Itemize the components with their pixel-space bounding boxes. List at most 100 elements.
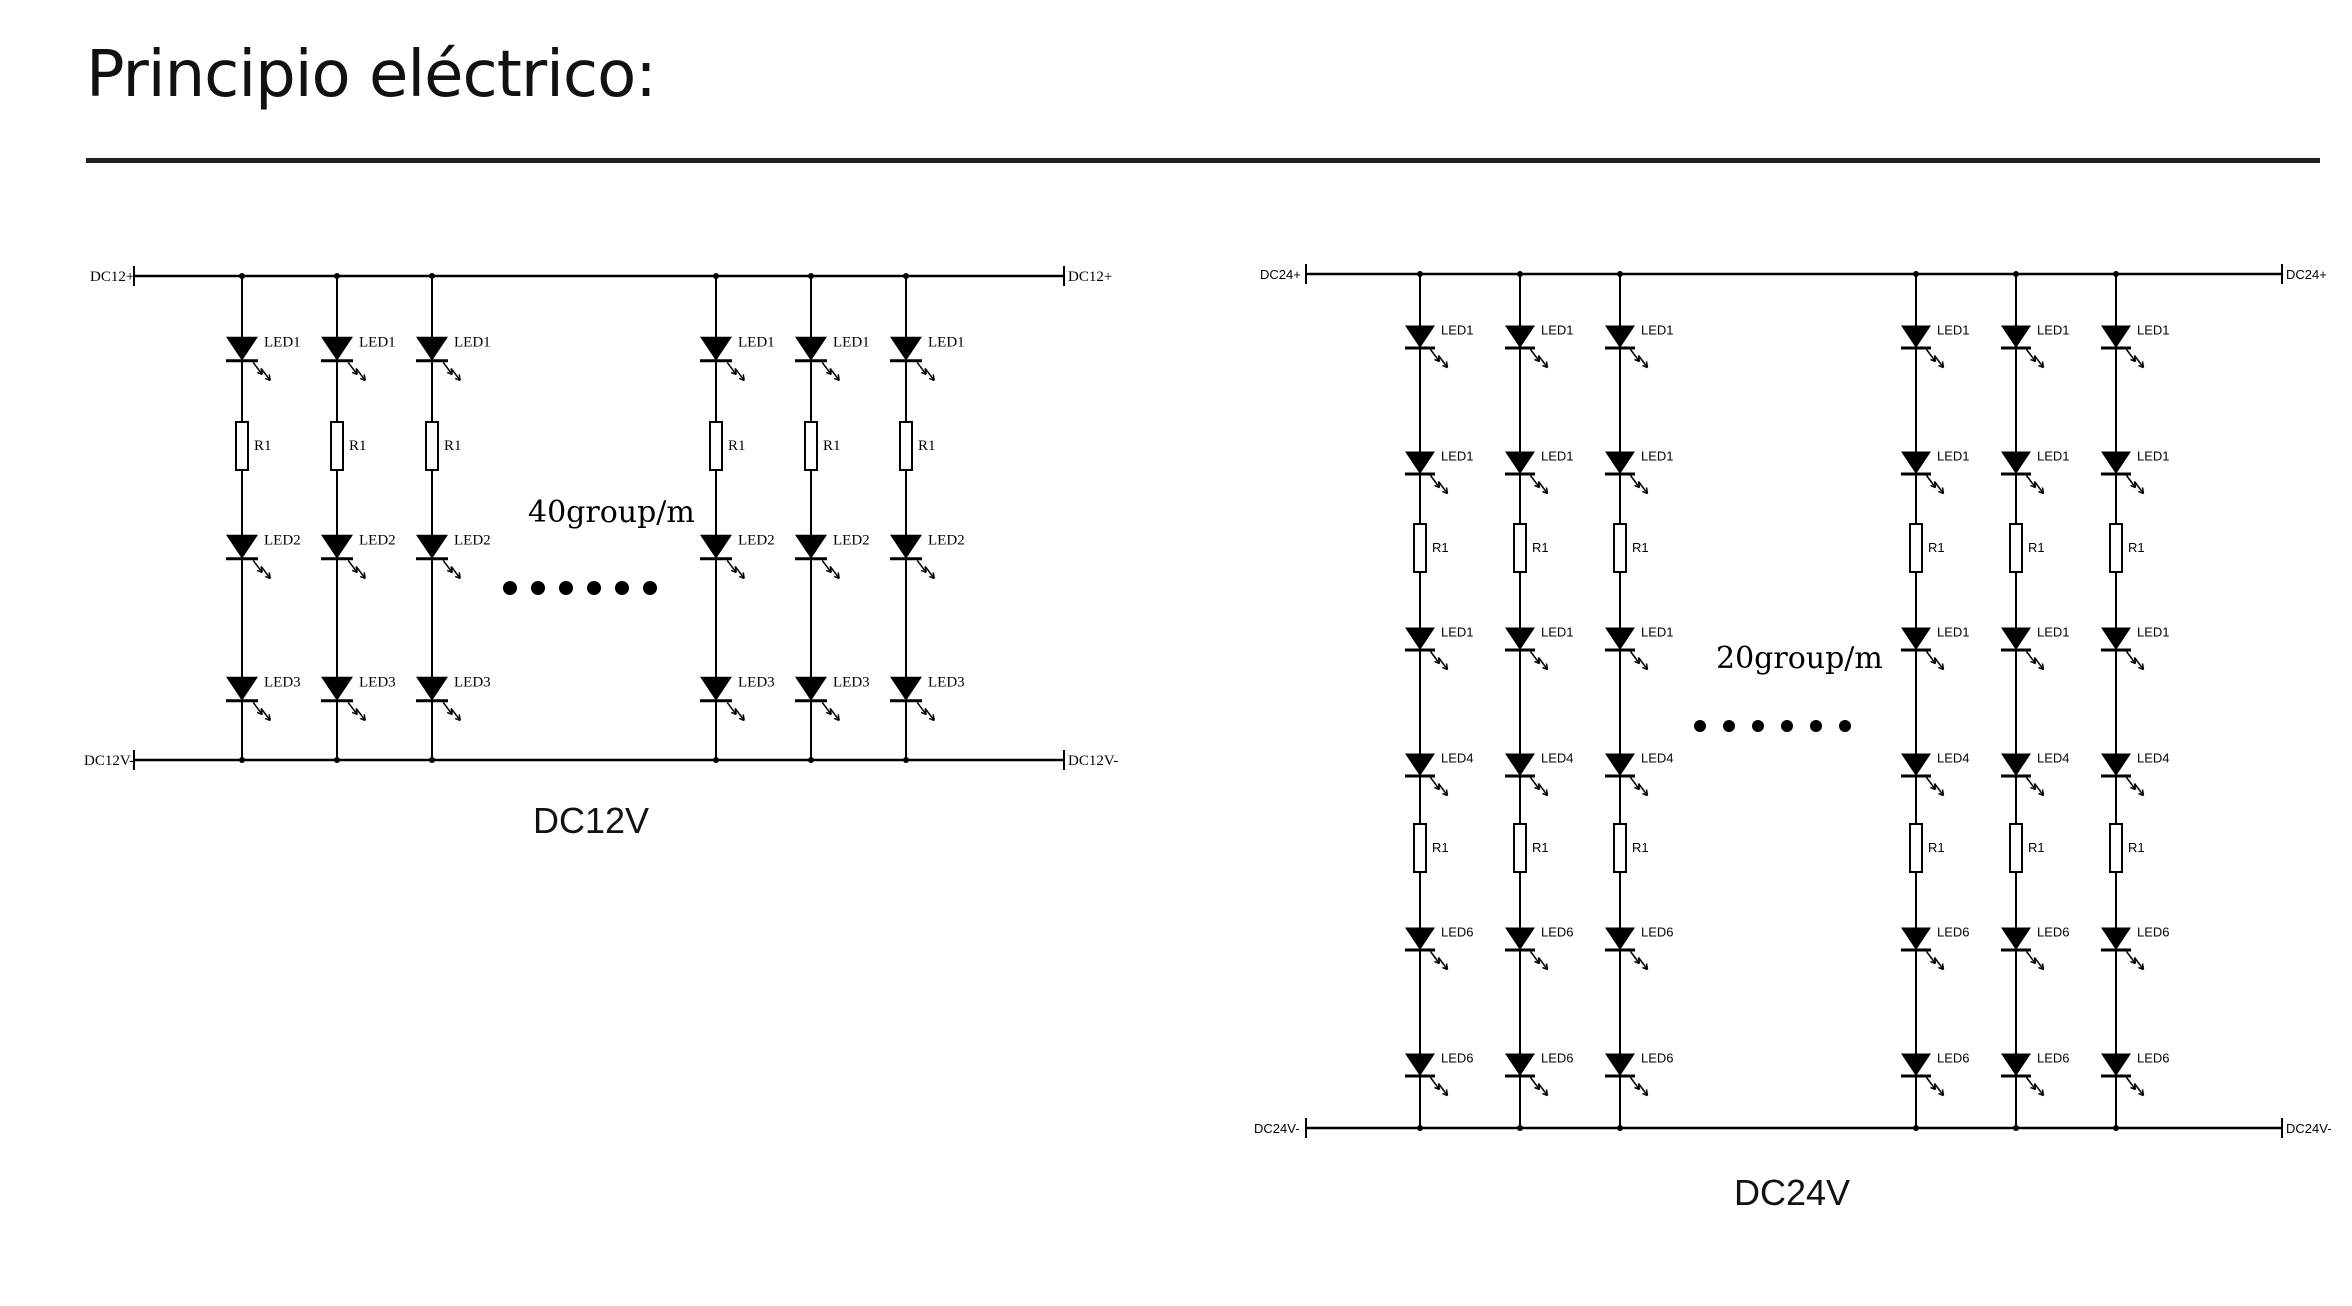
led-symbol: LED1 — [1901, 449, 1970, 495]
resistor-label: R1 — [728, 438, 746, 454]
resistor-label: R1 — [1432, 840, 1449, 855]
led-symbol: LED6 — [1405, 1051, 1474, 1097]
led-label: LED1 — [928, 334, 965, 350]
led-emission-arrowhead — [446, 371, 453, 376]
led-emission-arrowhead — [2030, 960, 2036, 965]
led-triangle — [321, 336, 353, 361]
junction-dot — [1417, 1125, 1423, 1131]
led-label: LED6 — [2037, 1051, 2070, 1066]
led-triangle — [1505, 753, 1535, 776]
led-label: LED1 — [1937, 323, 1970, 338]
led-emission-arrow — [260, 707, 271, 721]
led-emission-arrowhead — [825, 711, 832, 716]
led-emission-arrowhead — [2038, 666, 2044, 671]
led-emission-arrowhead — [458, 714, 461, 721]
led-symbol: LED6 — [1605, 925, 1674, 971]
resistor-symbol — [1613, 823, 1627, 873]
led-emission-arrow — [726, 559, 737, 573]
led-emission-arrowhead — [2141, 963, 2145, 970]
led-emission-arrowhead — [1930, 1086, 1936, 1091]
led-symbol: LED3 — [890, 674, 965, 722]
led-emission-arrow — [1637, 957, 1649, 970]
led-triangle — [321, 534, 353, 559]
led-emission-arrowhead — [928, 575, 935, 580]
led-emission-arrow — [1529, 1077, 1541, 1090]
led-emission-arrowhead — [837, 572, 840, 579]
junction-dot — [713, 757, 719, 763]
led-emission-arrow — [2033, 481, 2045, 494]
led-emission-arrow — [2125, 651, 2137, 664]
ellipsis-dot — [643, 581, 657, 595]
led-emission-arrowhead — [458, 572, 461, 579]
led-emission-arrowhead — [1434, 660, 1440, 665]
led-symbol: LED1 — [226, 334, 301, 382]
led-symbol: LED3 — [226, 674, 301, 722]
led-emission-arrowhead — [837, 714, 840, 721]
led-emission-arrow — [1529, 475, 1541, 488]
led-emission-arrow — [1537, 657, 1549, 670]
led-emission-arrow — [450, 707, 461, 721]
led-label: LED3 — [928, 674, 965, 690]
led-emission-arrowhead — [2041, 963, 2045, 970]
led-emission-arrow — [1437, 783, 1449, 796]
led-emission-arrowhead — [1534, 660, 1540, 665]
led-label: LED3 — [454, 674, 491, 690]
led-emission-arrow — [1537, 481, 1549, 494]
led-emission-arrowhead — [1645, 1089, 1649, 1096]
led-emission-arrow — [2033, 957, 2045, 970]
led-triangle — [2001, 451, 2031, 474]
led-emission-arrowhead — [730, 371, 737, 376]
led-emission-arrow — [1429, 777, 1441, 790]
led-symbol: LED1 — [1901, 323, 1970, 369]
led-emission-arrowhead — [1938, 966, 1944, 971]
led-emission-arrowhead — [1434, 358, 1440, 363]
led-symbol: LED1 — [2001, 625, 2070, 671]
led-emission-arrowhead — [1542, 792, 1548, 797]
led-emission-arrow — [1637, 355, 1649, 368]
led-emission-arrowhead — [730, 569, 737, 574]
led-symbol: LED6 — [1505, 925, 1574, 971]
led-label: LED1 — [2137, 449, 2170, 464]
led-triangle — [1405, 927, 1435, 950]
led-triangle — [1505, 325, 1535, 348]
led-label: LED1 — [2037, 449, 2070, 464]
led-emission-arrow — [1925, 1077, 1937, 1090]
resistor-symbol — [1909, 823, 1923, 873]
led-emission-arrow — [1629, 777, 1641, 790]
led-emission-arrowhead — [1545, 487, 1549, 494]
resistor-label: R1 — [349, 438, 367, 454]
junction-dot — [2113, 1125, 2119, 1131]
led-label: LED1 — [1541, 323, 1574, 338]
led-emission-arrowhead — [742, 374, 745, 381]
led-emission-arrowhead — [264, 717, 271, 722]
led-label: LED1 — [1641, 449, 1674, 464]
led-triangle — [890, 676, 922, 701]
ellipsis-dot — [587, 581, 601, 595]
led-emission-arrowhead — [1642, 966, 1648, 971]
led-emission-arrowhead — [1634, 1086, 1640, 1091]
led-symbol: LED1 — [1605, 323, 1674, 369]
led-triangle — [1901, 753, 1931, 776]
led-emission-arrowhead — [1442, 1092, 1448, 1097]
led-emission-arrow — [734, 707, 745, 721]
led-label: LED2 — [738, 532, 775, 548]
led-emission-arrow — [821, 559, 832, 573]
led-emission-arrow — [2033, 1083, 2045, 1096]
led-emission-arrowhead — [1645, 663, 1649, 670]
led-emission-arrow — [1437, 657, 1449, 670]
led-label: LED4 — [2137, 751, 2170, 766]
led-emission-arrowhead — [2141, 487, 2145, 494]
led-emission-arrow — [252, 361, 263, 375]
resistor-label: R1 — [254, 438, 272, 454]
led-emission-arrowhead — [256, 371, 263, 376]
led-emission-arrowhead — [920, 569, 927, 574]
led-emission-arrowhead — [2138, 666, 2144, 671]
led-emission-arrowhead — [1930, 786, 1936, 791]
led-emission-arrowhead — [268, 714, 271, 721]
led-triangle — [2101, 1053, 2131, 1076]
led-emission-arrowhead — [458, 374, 461, 381]
led-emission-arrow — [1529, 651, 1541, 664]
